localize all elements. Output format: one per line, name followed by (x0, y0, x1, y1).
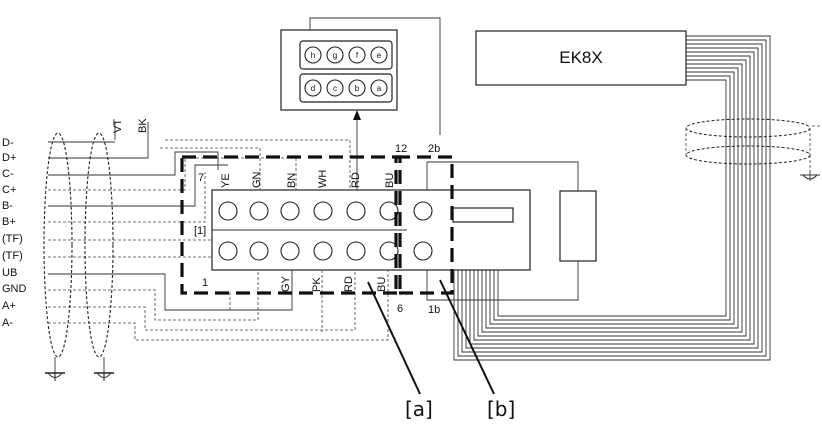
terminal-number-1: 1 (202, 277, 208, 289)
wire-color-label: WH (317, 170, 329, 188)
cable-color-vt: VT (112, 119, 124, 133)
callout-b: [b] (487, 397, 515, 421)
signal-label: GND (2, 283, 27, 295)
terminal-top (379, 201, 399, 221)
terminal-bottom (413, 241, 433, 261)
terminal-bottom (379, 241, 399, 261)
wire-color-label: RD (350, 172, 362, 188)
wire-color-label: BU (384, 173, 396, 188)
terminals-top-row (218, 201, 433, 221)
terminal-bottom-colors: GY PK RD BU (280, 275, 388, 292)
cable-color-bk: BK (137, 118, 149, 133)
terminal-top (249, 201, 269, 221)
pin-a: a (370, 79, 388, 97)
signal-label: C- (2, 168, 14, 180)
pin-c: c (326, 79, 344, 97)
terminal-bottom (280, 241, 300, 261)
pin-b: b (348, 79, 366, 97)
block-label: [1] (194, 225, 206, 237)
pin-g: g (326, 46, 344, 64)
signal-label: UB (2, 267, 17, 279)
signal-label: D+ (2, 152, 16, 164)
pin-label: d (311, 84, 315, 93)
left-cable-shield (43, 132, 114, 381)
pin-f: f (348, 46, 366, 64)
terminal-top (313, 201, 333, 221)
wire-color-label: YE (220, 173, 232, 188)
pin-label: b (355, 84, 360, 93)
resistor-component (559, 190, 597, 262)
signal-label: (TF) (2, 250, 23, 262)
right-cable-shield (685, 118, 820, 181)
outline-a (180, 155, 402, 295)
signal-label: B+ (2, 216, 16, 228)
terminal-top (218, 201, 238, 221)
left-wires (48, 122, 389, 341)
connector-arrowhead (353, 110, 361, 120)
pin-label: h (311, 51, 315, 60)
wire-color-label: RD (343, 276, 355, 292)
pin-h: h (304, 46, 322, 64)
wire-color-label: PK (311, 277, 323, 292)
terminal-number-2b: 2b (428, 143, 440, 155)
ground-symbol-right (94, 372, 114, 381)
ground-symbol-left (45, 372, 65, 381)
terminal-top (346, 201, 366, 221)
terminal-bottom (249, 241, 269, 261)
component-wire-bottom (426, 261, 579, 301)
signal-label: C+ (2, 184, 16, 196)
signal-label: D- (2, 137, 14, 149)
pin-e: e (370, 46, 388, 64)
ek8x-label: EK8X (559, 48, 602, 67)
wire-color-label: BN (286, 173, 298, 188)
signal-label: A- (2, 317, 13, 329)
plug-connector (452, 207, 514, 223)
outline-b (394, 155, 454, 295)
terminal-number-6: 6 (397, 303, 403, 315)
terminals-bottom-row (218, 241, 433, 261)
terminal-top-colors: YE GN BN WH RD BU (220, 170, 396, 188)
ek8x-module (475, 30, 687, 86)
connector-wire (309, 17, 441, 135)
terminal-bottom (346, 241, 366, 261)
callout-a-leader (367, 281, 421, 395)
pin-connector: h g f e d c b a (280, 29, 398, 111)
terminal-number-1b: 1b (428, 304, 440, 316)
pin-label: a (377, 84, 382, 93)
callout-a: [a] (405, 397, 433, 421)
terminal-top (280, 201, 300, 221)
wire-color-label: GN (251, 171, 263, 188)
signal-label: A+ (2, 300, 16, 312)
pin-label: f (356, 51, 359, 60)
pin-label: e (377, 51, 382, 60)
callout-b-leader (439, 279, 495, 395)
left-signal-labels: D- D+ C- C+ B- B+ (TF) (TF) UB GND A+ A- (2, 137, 27, 329)
terminal-number-7: 7 (198, 172, 204, 184)
wire-color-label: BU (376, 277, 388, 292)
signal-label: B- (2, 200, 13, 212)
terminal-number-12: 12 (395, 143, 407, 155)
wire-color-label: GY (280, 275, 292, 292)
pin-label: g (333, 51, 337, 60)
terminal-top (413, 201, 433, 221)
pin-d: d (304, 79, 322, 97)
component-wire-top (426, 161, 579, 195)
ek8x-wire-bundle (453, 35, 771, 361)
signal-label: (TF) (2, 233, 23, 245)
pin-label: c (333, 84, 337, 93)
terminal-bottom (313, 241, 333, 261)
terminal-bottom (218, 241, 238, 261)
